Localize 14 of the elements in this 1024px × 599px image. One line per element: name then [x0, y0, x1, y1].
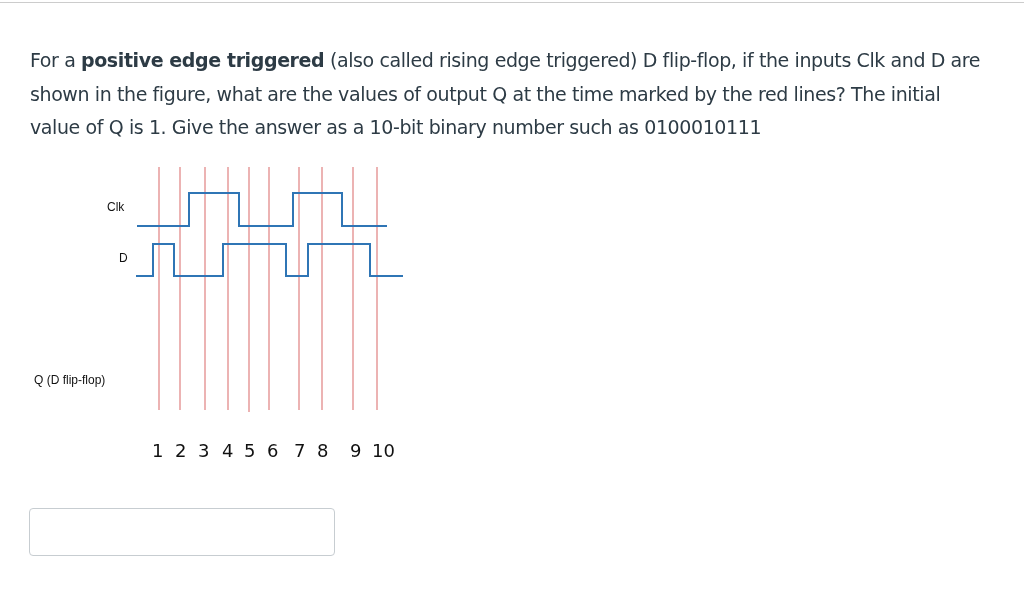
signal-name: D — [119, 251, 128, 265]
time-marker-number: 4 — [222, 440, 234, 461]
time-marker-number: 5 — [244, 440, 256, 461]
time-marker-number: 1 — [152, 440, 164, 461]
time-marker-number: 10 — [372, 440, 395, 461]
time-marker-number: 9 — [350, 440, 362, 461]
time-marker-number: 3 — [198, 440, 210, 461]
signal-name: Clk — [107, 200, 125, 214]
time-marker-number: 7 — [294, 440, 306, 461]
time-marker-number: 2 — [175, 440, 187, 461]
signal-name: Q (D flip-flop) — [34, 373, 106, 387]
time-marker-number: 6 — [267, 440, 279, 461]
question-text: For a positive edge triggered (also called rising edge triggered) D flip-flop, if the inputs Clk and D are shown in the figure, what are the values of output Q at the time marked by the red lines? The initial value of Q is 1. Give the answer as a 10-bit binary number such as 0100010111 — [30, 48, 982, 140]
time-marker-number: 8 — [317, 440, 329, 461]
